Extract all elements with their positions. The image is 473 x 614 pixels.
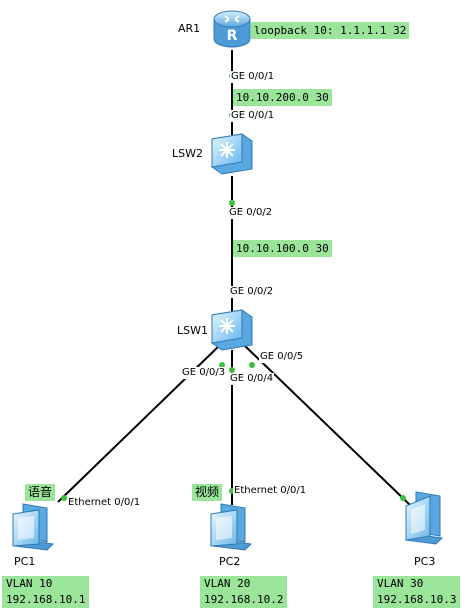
pc1-vlan-ip-label: VLAN 10 192.168.10.1 [2,576,90,608]
port-dot [229,367,235,373]
port-label: GE 0/0/3 [181,367,227,379]
ip-label: 192.168.10.3 [377,593,457,606]
subnet-label: 10.10.100.0 30 [233,240,332,257]
port-dot [229,200,235,206]
loopback-label: loopback 10: 1.1.1.1 32 [251,22,410,39]
switch-icon[interactable] [209,131,255,177]
pc2-vlan-ip-label: VLAN 20 192.168.10.2 [200,576,288,608]
router-icon[interactable]: R [208,5,256,53]
port-label: GE 0/0/2 [228,207,274,219]
subnet-label: 10.10.200.0 30 [233,89,332,106]
ip-label: 192.168.10.2 [204,593,284,606]
vlan-label: VLAN 20 [204,577,251,590]
port-label: GE 0/0/5 [259,351,305,363]
pc-name: PC1 [14,555,36,568]
pc-icon[interactable] [400,490,448,546]
switch-name: LSW2 [172,147,203,160]
router-name: AR1 [178,22,201,35]
svg-text:R: R [227,28,238,44]
pc3-vlan-ip-label: VLAN 30 192.168.10.3 [373,576,461,608]
pc-tag: 视频 [192,484,223,501]
pc-icon[interactable] [9,500,57,552]
port-dot [400,495,406,501]
port-label: Ethernet 0/0/1 [233,485,308,497]
port-label: GE 0/0/1 [230,71,276,83]
link-lsw1-pc3[interactable] [243,344,411,506]
port-dot [219,362,225,368]
port-label: GE 0/0/4 [229,373,275,385]
switch-name: LSW1 [177,324,208,337]
pc-name: PC2 [219,555,241,568]
pc-name: PC3 [414,555,436,568]
port-dot [61,495,67,501]
port-label: GE 0/0/2 [229,286,275,298]
pc-tag: 语音 [25,484,56,501]
port-dot [249,362,255,368]
port-label: Ethernet 0/0/1 [67,497,142,509]
pc-icon[interactable] [207,500,255,552]
vlan-label: VLAN 10 [6,577,53,590]
switch-icon[interactable] [209,307,255,353]
vlan-label: VLAN 30 [377,577,424,590]
ip-label: 192.168.10.1 [6,593,86,606]
port-label: GE 0/0/1 [230,110,276,122]
